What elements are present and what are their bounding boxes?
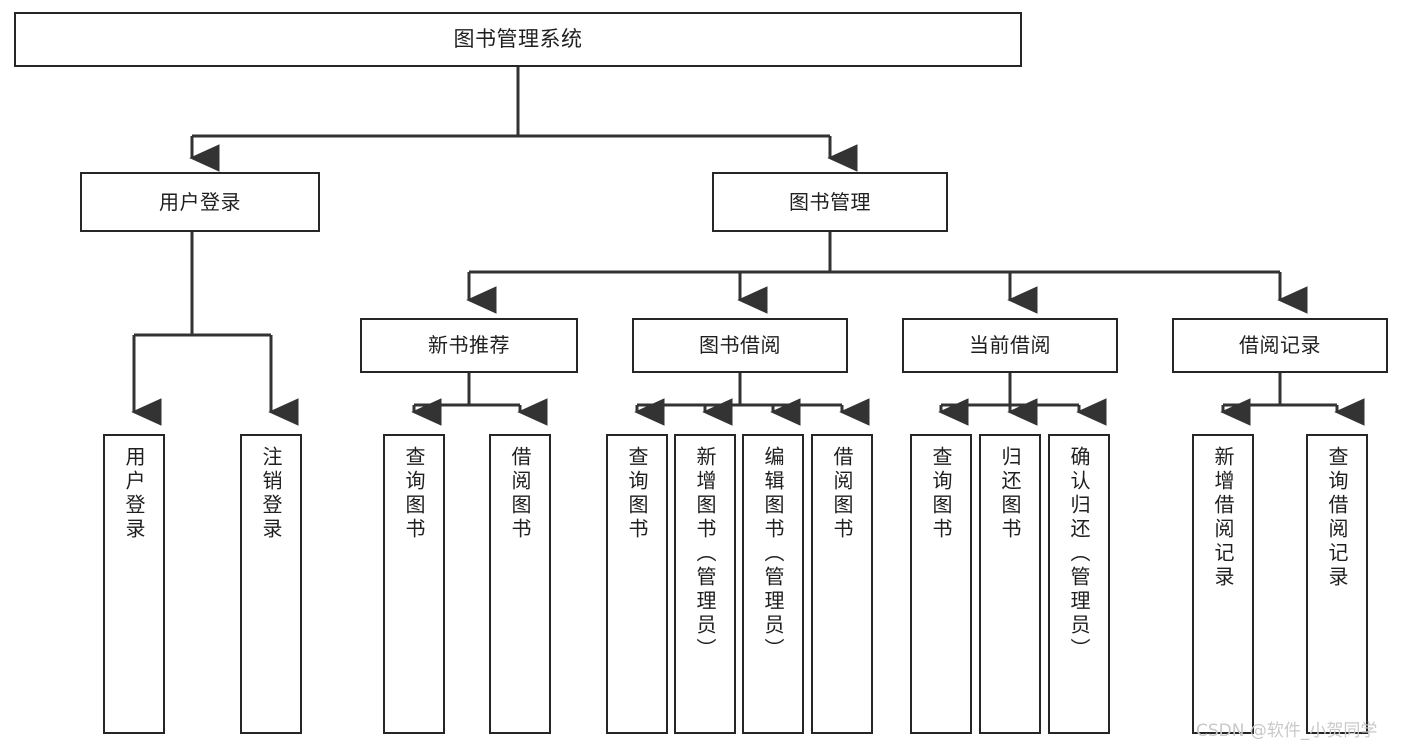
node-book-manage-label: 图书管理 (789, 189, 871, 214)
node-leaf-logout-login-label: 注销登录 (259, 446, 283, 542)
node-leaf-query-book-rec[interactable]: 查询图书 (383, 434, 445, 734)
node-leaf-add-book-admin[interactable]: 新增图书（管理员） (674, 434, 736, 734)
node-root-label: 图书管理系统 (453, 26, 583, 51)
node-leaf-borrow-book-rec[interactable]: 借阅图书 (489, 434, 551, 734)
node-new-book-recommend-label: 新书推荐 (428, 333, 510, 358)
node-current-borrow[interactable]: 当前借阅 (902, 318, 1118, 373)
node-user-login-label: 用户登录 (159, 189, 241, 214)
node-book-borrow-label: 图书借阅 (699, 333, 781, 358)
node-leaf-borrow-book[interactable]: 借阅图书 (811, 434, 873, 734)
node-user-login[interactable]: 用户登录 (80, 172, 320, 232)
node-leaf-query-borrow-record-label: 查询借阅记录 (1325, 446, 1349, 590)
node-leaf-add-book-admin-label: 新增图书（管理员） (693, 446, 717, 662)
node-leaf-query-borrow-record[interactable]: 查询借阅记录 (1306, 434, 1368, 734)
node-leaf-query-book-borrow-label: 查询图书 (625, 446, 649, 542)
node-leaf-return-book-label: 归还图书 (998, 446, 1022, 542)
node-leaf-query-book-borrow[interactable]: 查询图书 (606, 434, 668, 734)
node-root[interactable]: 图书管理系统 (14, 12, 1022, 67)
node-current-borrow-label: 当前借阅 (969, 333, 1051, 358)
node-leaf-borrow-book-label: 借阅图书 (830, 446, 854, 542)
node-leaf-confirm-return-admin[interactable]: 确认归还（管理员） (1048, 434, 1110, 734)
node-book-borrow[interactable]: 图书借阅 (632, 318, 848, 373)
node-leaf-query-book-current-label: 查询图书 (929, 446, 953, 542)
node-leaf-edit-book-admin-label: 编辑图书（管理员） (761, 446, 785, 662)
node-book-manage[interactable]: 图书管理 (712, 172, 948, 232)
node-borrow-record-label: 借阅记录 (1239, 333, 1321, 358)
node-leaf-borrow-book-rec-label: 借阅图书 (508, 446, 532, 542)
node-leaf-user-login-label: 用户登录 (122, 446, 146, 542)
node-leaf-return-book[interactable]: 归还图书 (979, 434, 1041, 734)
node-borrow-record[interactable]: 借阅记录 (1172, 318, 1388, 373)
node-new-book-recommend[interactable]: 新书推荐 (360, 318, 578, 373)
node-leaf-logout-login[interactable]: 注销登录 (240, 434, 302, 734)
node-leaf-user-login[interactable]: 用户登录 (103, 434, 165, 734)
node-leaf-add-borrow-record-label: 新增借阅记录 (1211, 446, 1235, 590)
node-leaf-edit-book-admin[interactable]: 编辑图书（管理员） (742, 434, 804, 734)
node-leaf-query-book-current[interactable]: 查询图书 (910, 434, 972, 734)
node-leaf-query-book-rec-label: 查询图书 (402, 446, 426, 542)
node-leaf-add-borrow-record[interactable]: 新增借阅记录 (1192, 434, 1254, 734)
node-leaf-confirm-return-admin-label: 确认归还（管理员） (1067, 446, 1091, 662)
